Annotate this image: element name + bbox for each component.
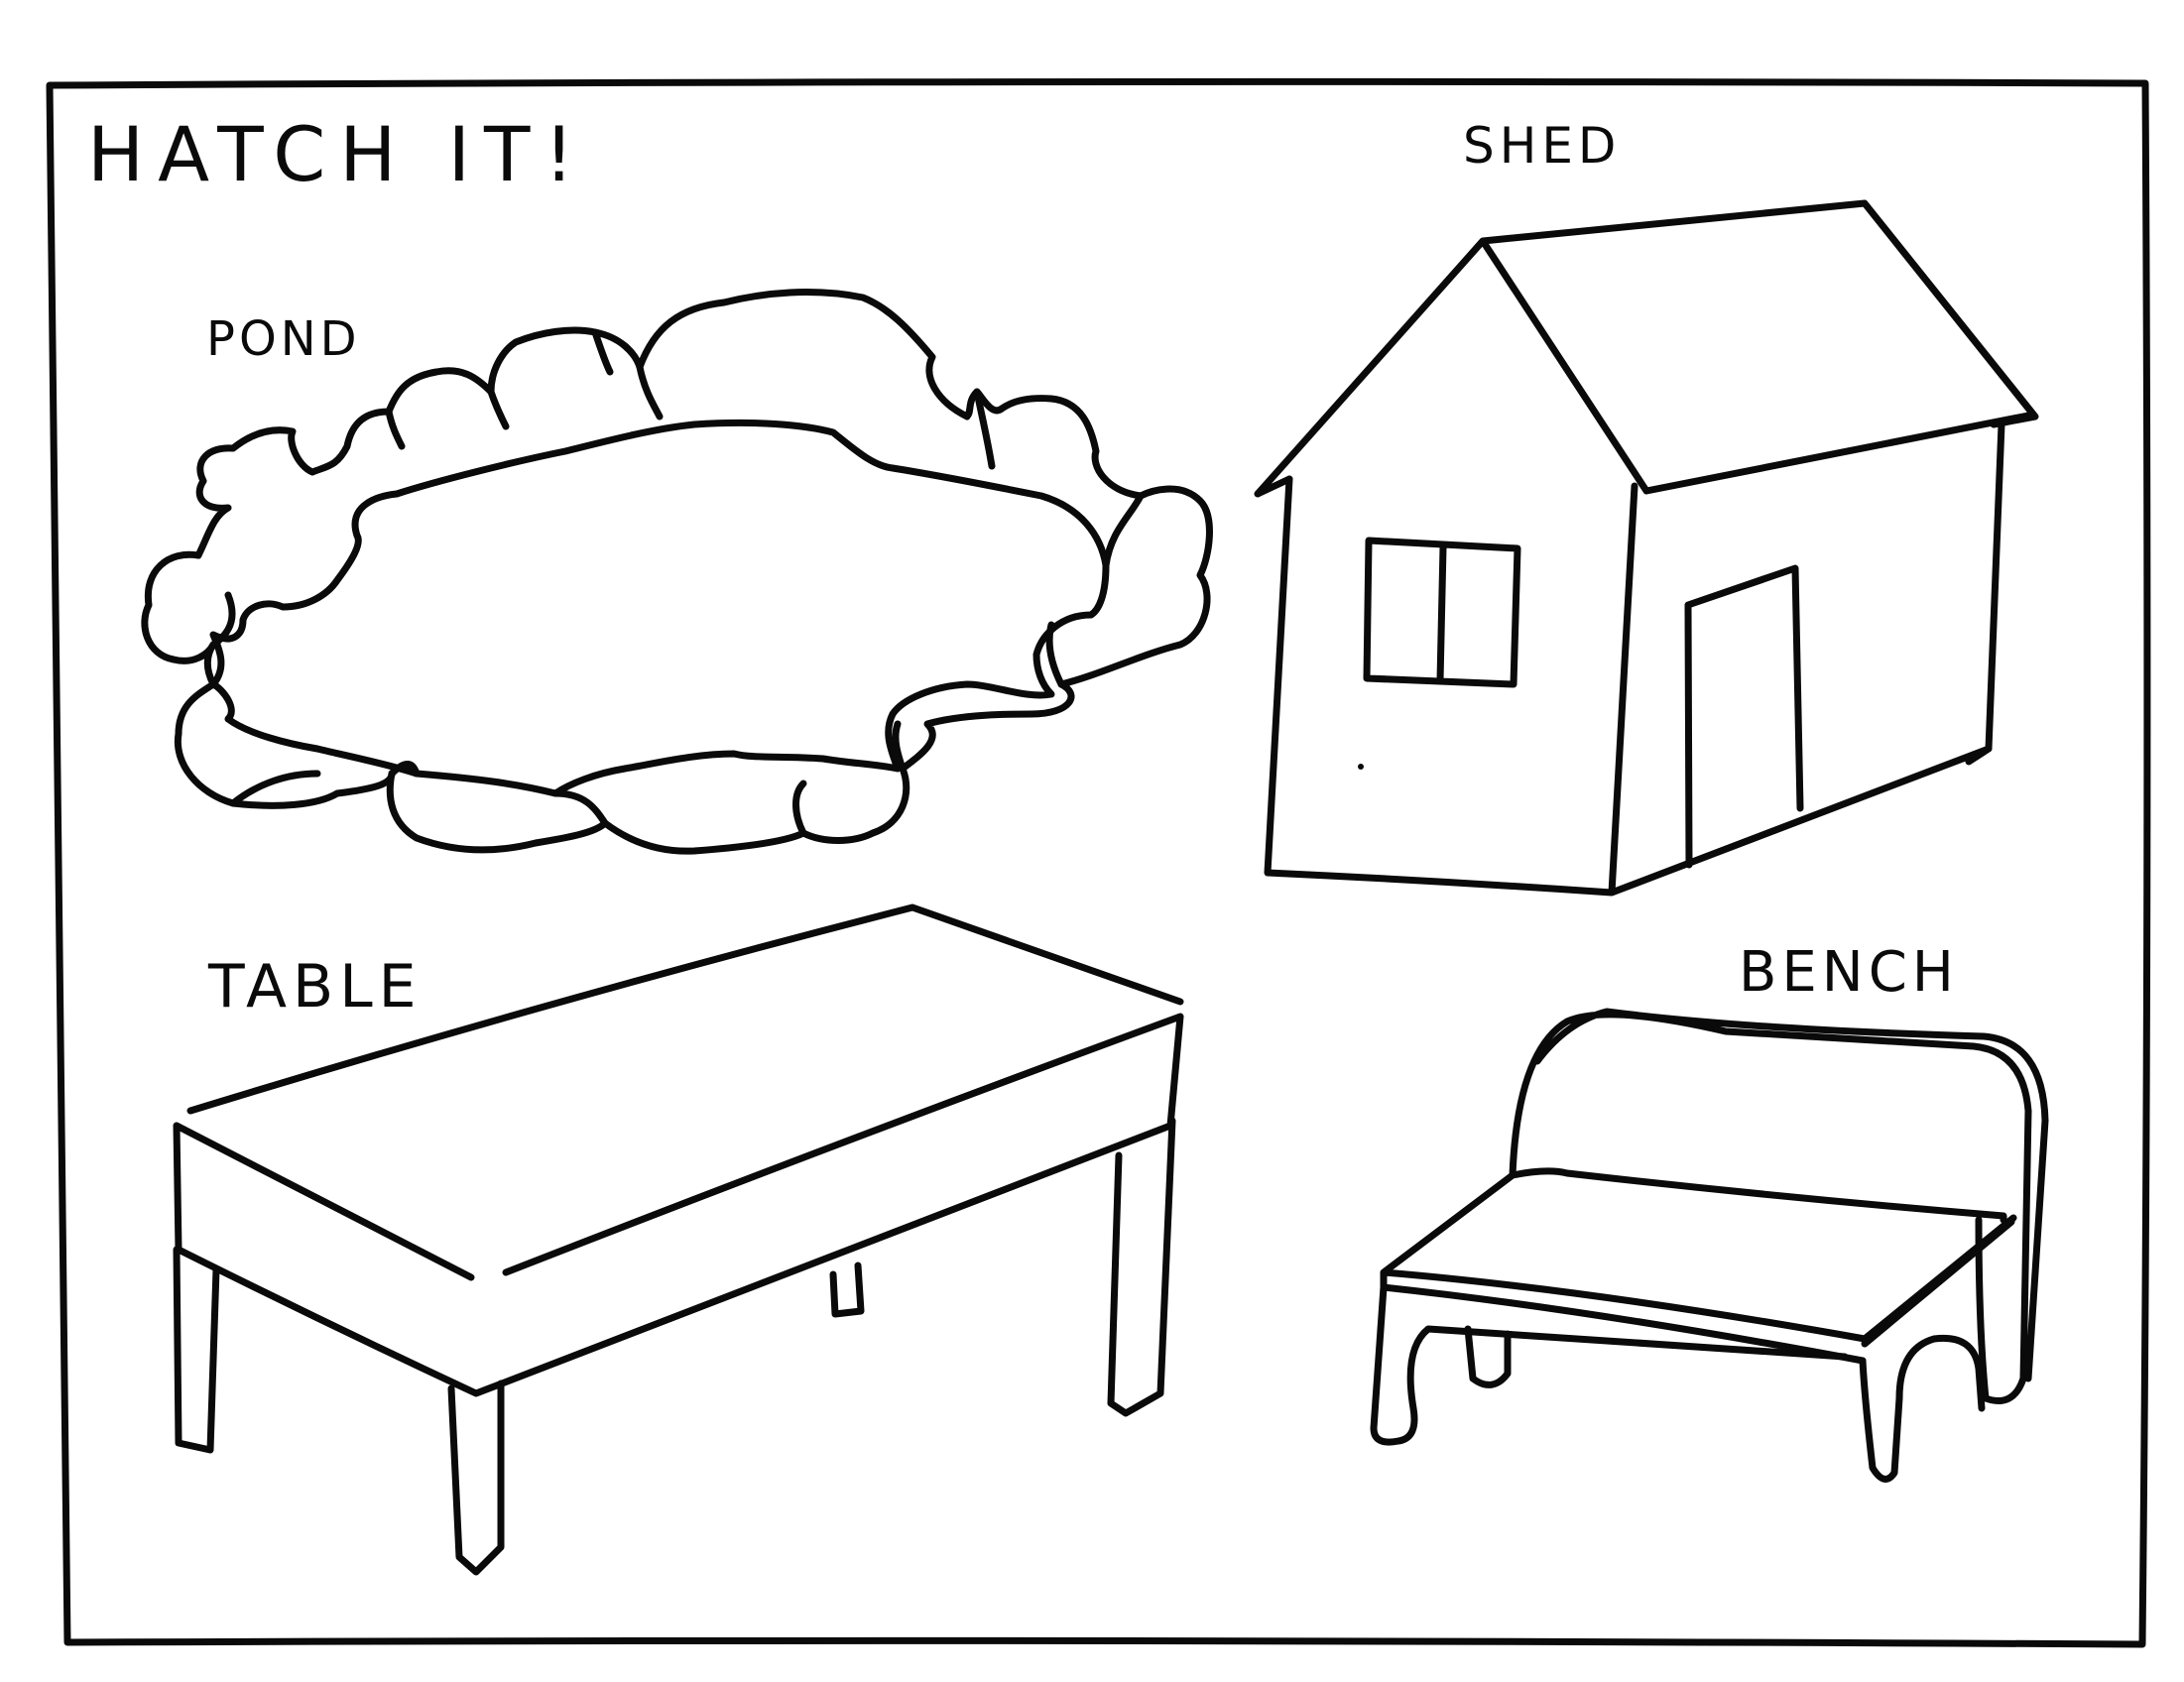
- table-drawing: [173, 903, 1184, 1576]
- table-top: [173, 903, 1184, 1397]
- shed-drawing: [1254, 199, 2039, 897]
- bench-drawing: [1370, 1008, 2049, 1483]
- shed-window: [1363, 537, 1521, 688]
- bench-backrest: [1509, 1008, 2049, 1404]
- pond-outer-rocks: [141, 289, 1213, 855]
- pond-rock-seams: [209, 328, 1145, 837]
- pond-label: POND: [206, 311, 361, 367]
- pond-drawing: [141, 289, 1213, 855]
- bench-legs: [1370, 1218, 2015, 1483]
- shed-door: [1684, 564, 1804, 869]
- bench-label: BENCH: [1739, 940, 1959, 1005]
- bench-seat: [1380, 1171, 2017, 1365]
- worksheet-title: HATCH IT!: [87, 110, 588, 198]
- table-label: TABLE: [208, 952, 423, 1021]
- page-border: [46, 77, 2151, 1648]
- shed-label: SHED: [1463, 117, 1622, 175]
- shed-walls: [1264, 420, 2005, 897]
- shed-roof: [1254, 199, 2039, 498]
- speck: [1358, 764, 1364, 770]
- pond-water-edge: [209, 419, 1110, 797]
- table-legs: [173, 1117, 1176, 1576]
